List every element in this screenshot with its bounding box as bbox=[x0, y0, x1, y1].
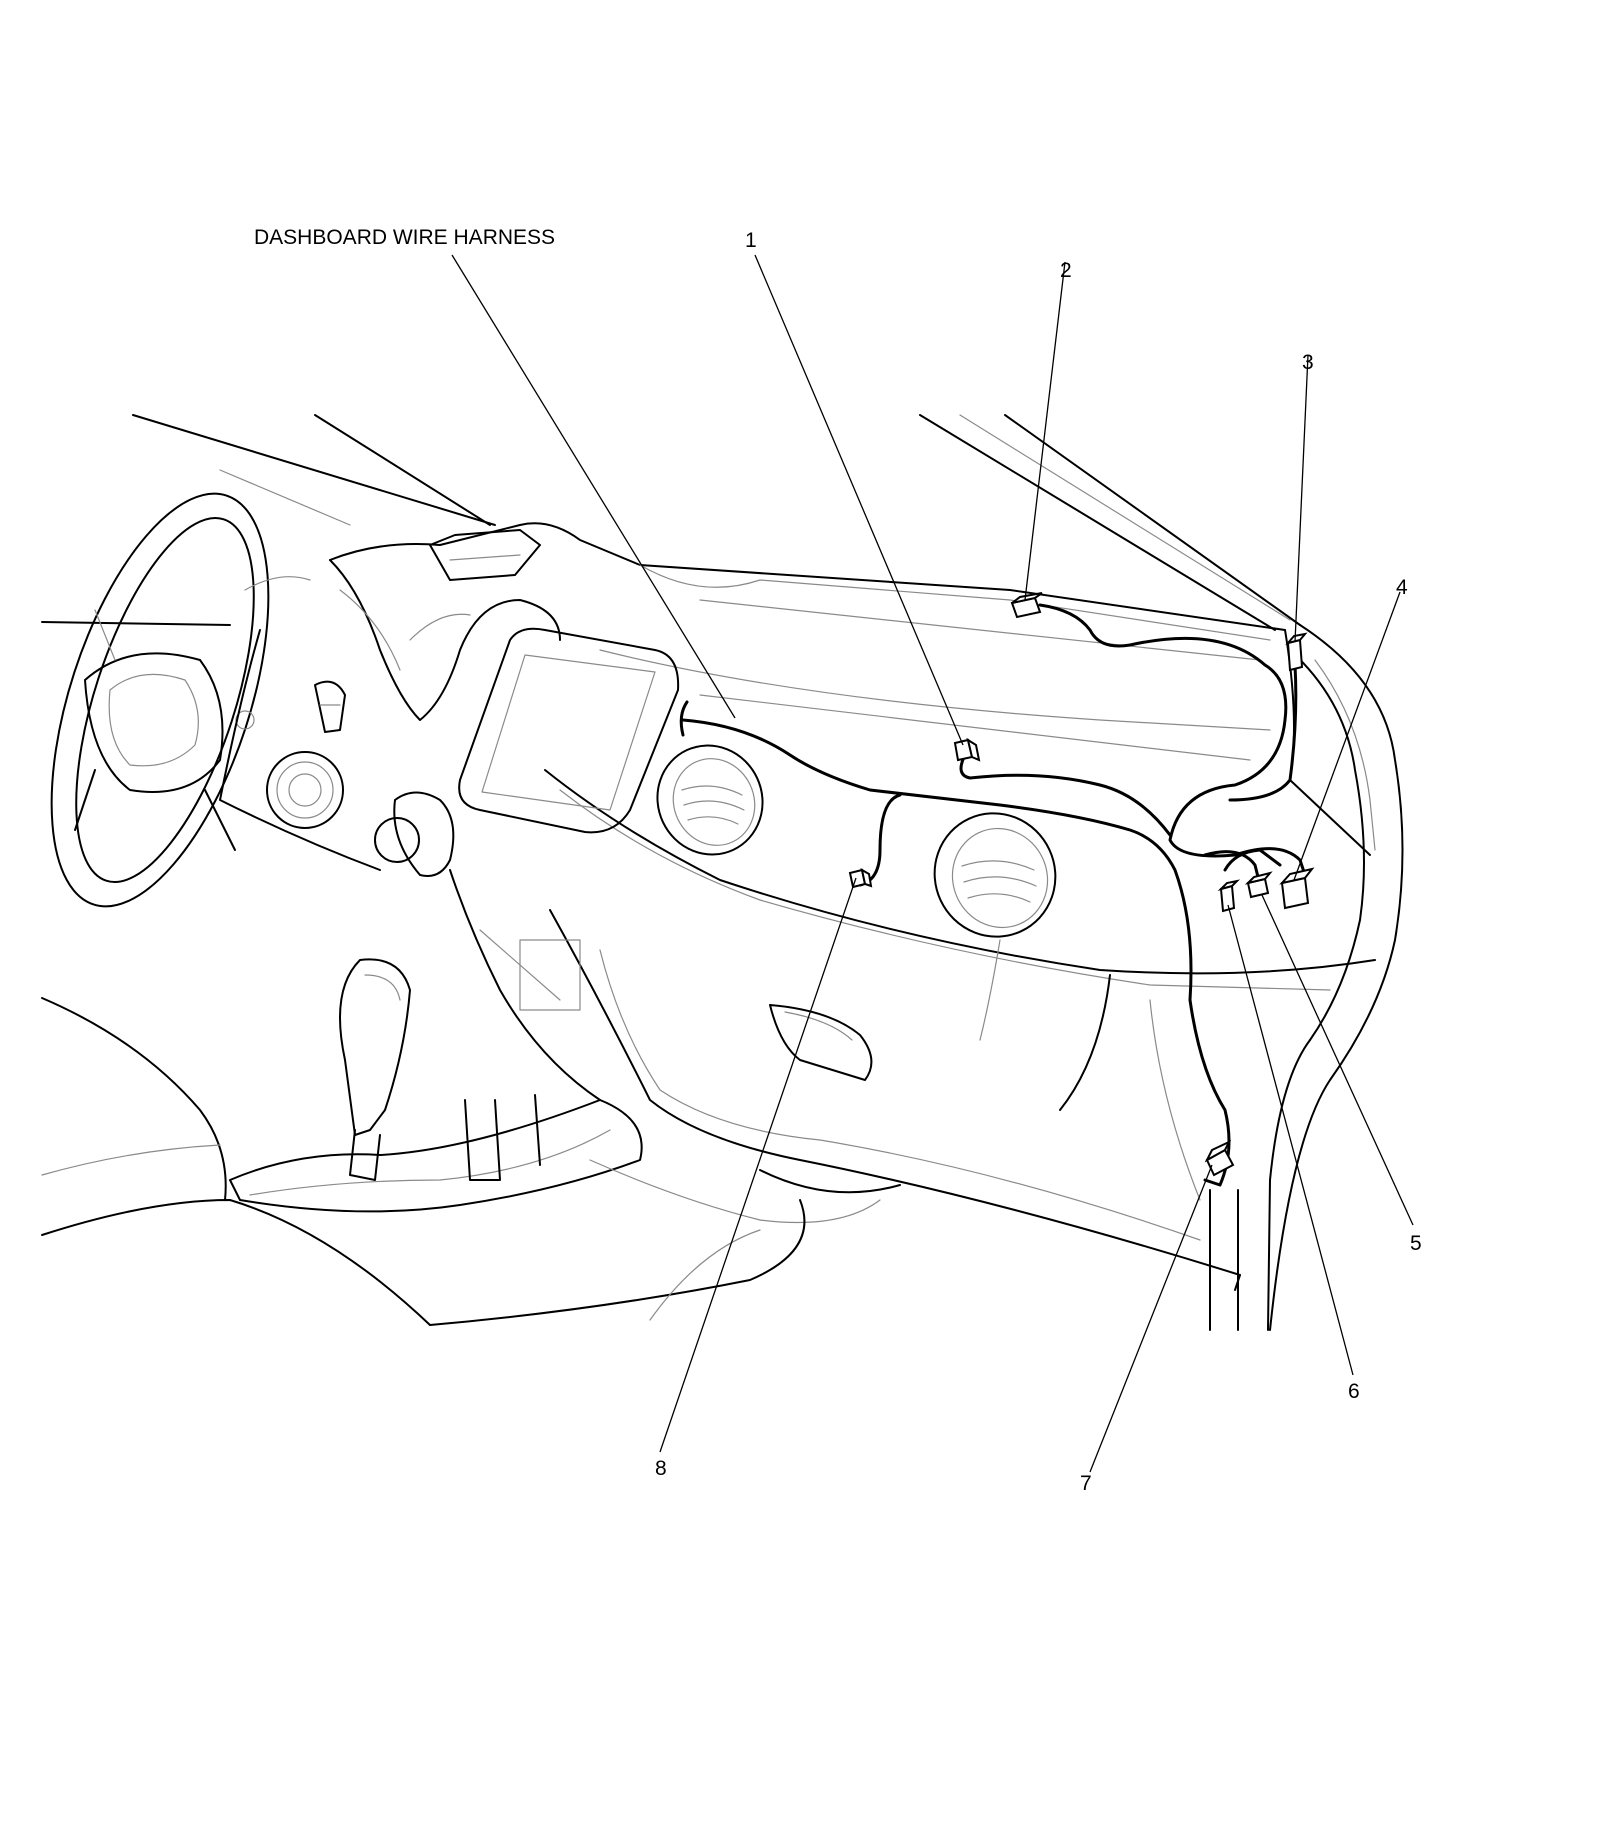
connector-3 bbox=[1286, 638, 1304, 672]
instrument-cluster bbox=[219, 559, 561, 871]
callout-5: 5 bbox=[1410, 1232, 1422, 1255]
callout-2: 2 bbox=[1060, 259, 1072, 282]
door-frame bbox=[1209, 624, 1404, 1331]
connector-3-top bbox=[1285, 632, 1308, 645]
harness-title: DASHBOARD WIRE HARNESS bbox=[254, 226, 555, 249]
windshield-lines bbox=[41, 414, 1301, 631]
callout-4: 4 bbox=[1396, 576, 1408, 599]
steering-wheel bbox=[50, 492, 311, 908]
connector-6 bbox=[1219, 884, 1236, 913]
connector-6-top bbox=[1217, 879, 1241, 891]
callout-6: 6 bbox=[1348, 1380, 1360, 1403]
connector-2-top bbox=[1011, 592, 1043, 604]
connectors bbox=[848, 592, 1315, 1177]
seats bbox=[41, 997, 806, 1326]
callout-labels: DASHBOARD WIRE HARNESS 1 2 3 4 5 6 7 8 bbox=[254, 226, 1422, 1495]
connector-4-top bbox=[1279, 867, 1315, 885]
connector-1-side bbox=[966, 737, 981, 762]
callout-1: 1 bbox=[745, 229, 757, 252]
glove-box bbox=[549, 909, 1241, 1291]
leader-lines bbox=[451, 254, 1414, 1473]
center-console bbox=[229, 869, 901, 1224]
connector-5-top bbox=[1244, 871, 1273, 885]
air-vents bbox=[656, 744, 1057, 938]
center-display bbox=[374, 627, 680, 877]
connector-7-top bbox=[1204, 1139, 1232, 1163]
callout-7: 7 bbox=[1080, 1472, 1092, 1495]
wire-harness bbox=[679, 603, 1307, 1187]
callout-8: 8 bbox=[655, 1457, 667, 1480]
dashboard-face bbox=[544, 769, 1376, 1111]
connector-8-side bbox=[860, 868, 873, 888]
callout-3: 3 bbox=[1302, 351, 1314, 374]
